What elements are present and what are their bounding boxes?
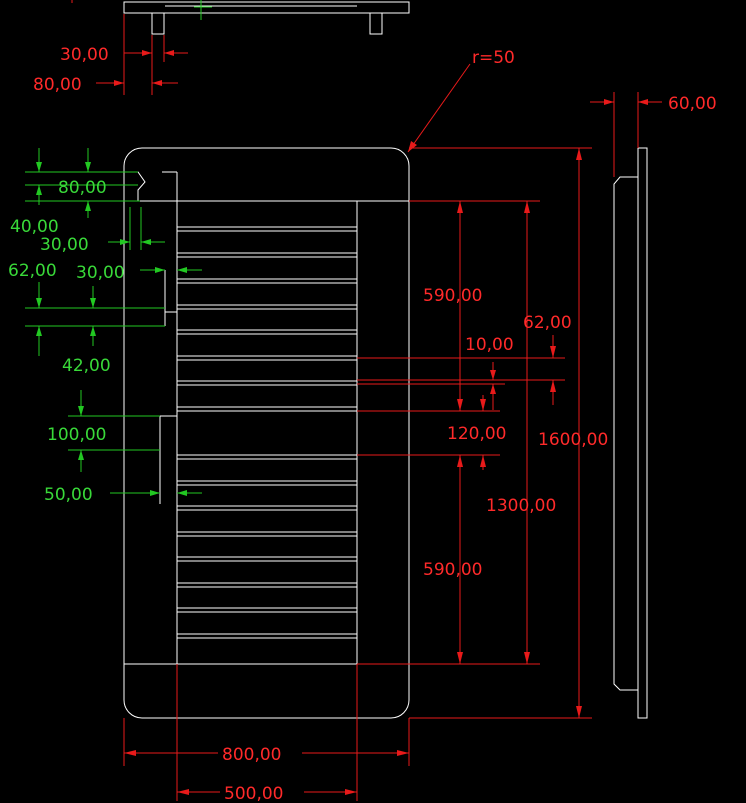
top-view-leg-left <box>151 12 165 35</box>
arrow <box>155 267 165 273</box>
arrow <box>85 201 91 211</box>
label-1600: 1600,00 <box>538 430 608 450</box>
arrow <box>142 50 152 56</box>
arrow <box>141 239 151 245</box>
arrow <box>36 185 42 195</box>
right-dimensions: 1600,00 1300,00 590,00 590,00 120,00 10,… <box>357 147 608 719</box>
label-radius: r=50 <box>472 48 515 68</box>
label-top-80: 80,00 <box>33 75 82 95</box>
arrow <box>114 80 124 86</box>
top-view-leg-right <box>369 12 383 35</box>
radius-callout: r=50 <box>407 48 515 153</box>
left-detail-dimensions: 80,00 40,00 30,00 30,00 62,00 42,00 <box>8 148 202 505</box>
arrow <box>490 370 496 380</box>
arrow <box>90 298 96 308</box>
slat <box>176 531 358 537</box>
arrow <box>524 652 530 664</box>
label-g-42: 42,00 <box>62 356 111 376</box>
side-view-panel <box>613 176 638 691</box>
label-500: 500,00 <box>224 784 283 803</box>
arrow <box>177 267 187 273</box>
arrow <box>550 380 556 392</box>
arrow <box>78 450 84 460</box>
arrow <box>36 326 42 336</box>
slat <box>176 454 358 460</box>
side-view: 60,00 <box>590 92 717 719</box>
arrow <box>85 162 91 172</box>
label-120: 120,00 <box>447 424 506 444</box>
slat <box>176 226 358 232</box>
label-g-100: 100,00 <box>47 425 106 445</box>
label-top-30: 30,00 <box>60 45 109 65</box>
lower-slats <box>176 454 358 639</box>
slat <box>176 607 358 613</box>
label-800: 800,00 <box>222 745 281 765</box>
arrow <box>152 80 162 86</box>
slat <box>176 633 358 639</box>
arrow <box>90 326 96 336</box>
label-500-mask <box>220 782 304 802</box>
label-g-30b: 30,00 <box>76 263 125 283</box>
label-g-50: 50,00 <box>44 485 93 505</box>
label-62-red: 62,00 <box>523 313 572 333</box>
arrow <box>457 201 463 213</box>
slat <box>176 406 358 412</box>
arrow <box>78 406 84 416</box>
radius-leader <box>407 63 471 153</box>
arrow <box>550 346 556 358</box>
arrow <box>524 201 530 213</box>
arrow <box>576 706 582 718</box>
top-view: 30,00 80,00 <box>33 0 410 95</box>
slat <box>176 380 358 386</box>
label-g-80: 80,00 <box>58 178 107 198</box>
slat <box>176 304 358 310</box>
arrow <box>397 750 409 756</box>
arrow <box>457 399 463 411</box>
slat <box>176 278 358 284</box>
arrow <box>36 298 42 308</box>
label-1300: 1300,00 <box>486 496 556 516</box>
arrow <box>457 652 463 664</box>
label-side-60: 60,00 <box>668 94 717 114</box>
slat <box>176 355 358 361</box>
frame-notch <box>124 171 146 201</box>
side-view-stile <box>637 147 648 719</box>
arrow <box>457 455 463 467</box>
arrow <box>124 750 136 756</box>
arrow <box>480 399 486 411</box>
arrow <box>177 789 189 795</box>
slat <box>176 252 358 258</box>
arrow <box>490 384 496 394</box>
label-590-upper: 590,00 <box>423 286 482 306</box>
slat <box>176 582 358 588</box>
slat <box>176 556 358 562</box>
arrow <box>164 50 174 56</box>
arrow <box>150 490 160 496</box>
arrow <box>36 162 42 172</box>
outer-frame <box>123 147 410 719</box>
upper-slats <box>176 226 358 412</box>
slat <box>176 505 358 511</box>
label-800-mask <box>218 743 302 763</box>
top-view-plate <box>123 1 410 14</box>
arrow <box>345 789 357 795</box>
label-g-30a: 30,00 <box>40 235 89 255</box>
bottom-dimensions: 800,00 500,00 <box>123 664 410 803</box>
slat <box>176 480 358 486</box>
front-view <box>123 147 410 719</box>
arrow <box>177 490 187 496</box>
arrow <box>480 455 486 467</box>
label-10: 10,00 <box>465 335 514 355</box>
arrow <box>576 148 582 160</box>
label-590-lower: 590,00 <box>423 560 482 580</box>
label-g-40: 40,00 <box>10 217 59 237</box>
label-g-62: 62,00 <box>8 261 57 281</box>
slat <box>176 329 358 335</box>
arrow <box>408 141 417 152</box>
arrow <box>120 239 130 245</box>
arrow <box>604 99 614 105</box>
arrow <box>638 99 648 105</box>
